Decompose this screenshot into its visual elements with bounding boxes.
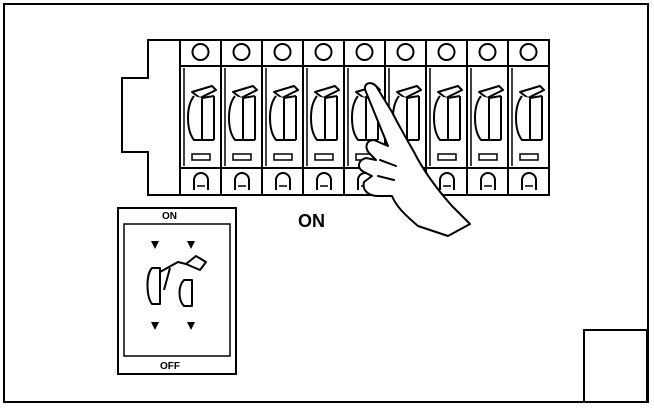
circuit-breaker-icon [507,39,550,196]
panel-enclosure [121,39,540,196]
arrow-down-icon [151,241,159,249]
toggle-switch-icon [146,255,207,307]
circuit-breaker-icon [466,39,509,196]
on-label: ON [298,211,325,231]
hand-icon [358,82,471,237]
arrow-down-icon [151,322,159,330]
arrow-down-icon [187,322,195,330]
inset-switch-diagram [117,207,237,375]
inset-on-label: ON [162,211,177,222]
circuit-breaker-icon [220,39,263,196]
circuit-breaker-icon [179,39,222,196]
inset-off-label: OFF [160,361,180,372]
arrow-down-icon [187,241,195,249]
circuit-breaker-icon [261,39,304,196]
circuit-breaker-icon [302,39,345,196]
circuit-breaker-icon [425,39,468,196]
corner-box [583,329,648,403]
